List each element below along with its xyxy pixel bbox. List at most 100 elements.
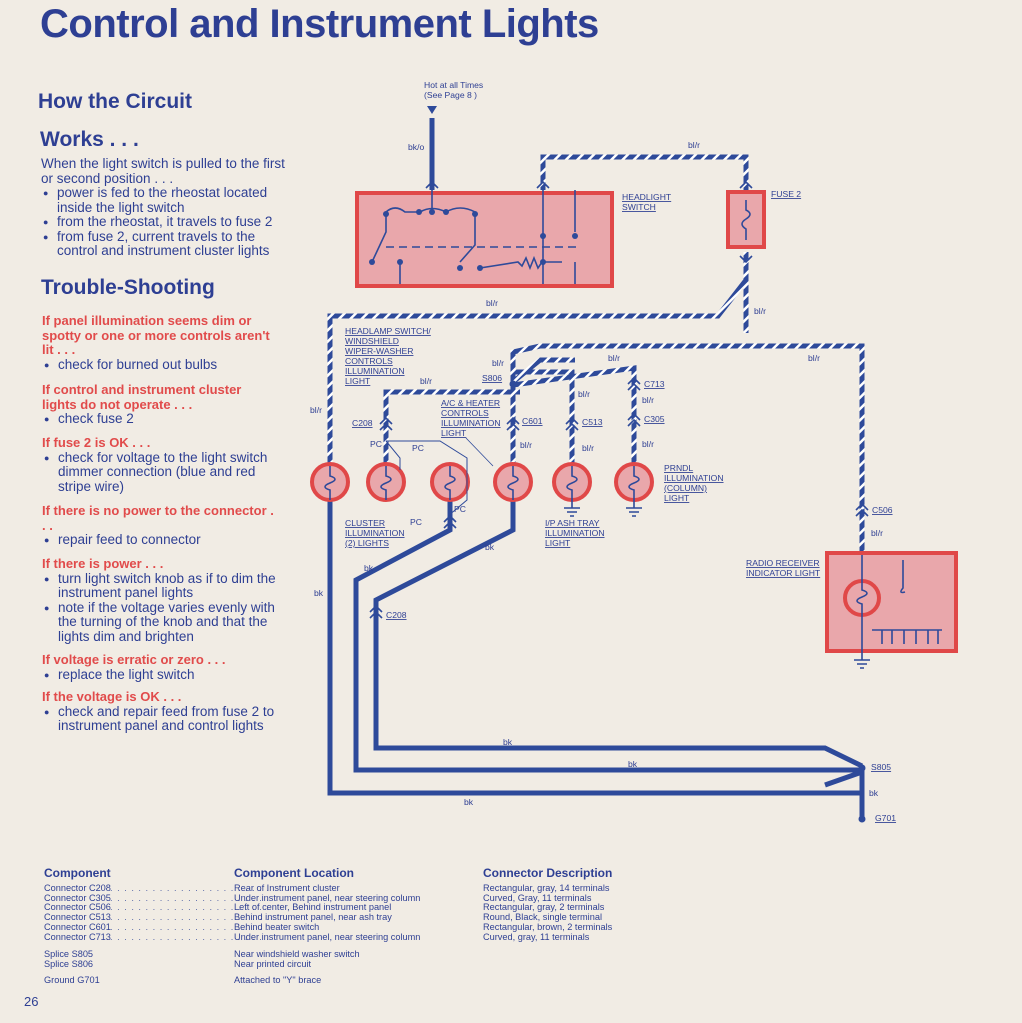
intro-text: When the light switch is pulled to the f… [41,156,285,186]
headlight-switch-label: HEADLIGHT [622,192,672,202]
table-cell: Rectangular, gray, 14 terminals [483,883,610,893]
table-cell: Connector C506 [44,902,111,913]
table-cell: Rear of Instrument cluster [234,883,340,893]
bulb-cluster-1 [366,462,406,502]
svg-text:LIGHT: LIGHT [664,493,690,503]
table-cell: Attached to "Y" brace [234,974,322,985]
c305-label: C305 [644,414,665,424]
table-cell: Rectangular, gray, 2 terminals [483,902,605,913]
headlamp-switch-light-label: HEADLAMP SWITCH/ WINDSHIELD WIPER-WASHER… [345,326,431,386]
svg-text:ILLUMINATION: ILLUMINATION [664,473,724,483]
wire-label-bk: bk [314,588,324,598]
ash-tray-light-label: I/P ASH TRAY ILLUMINATION LIGHT [545,518,605,548]
bulb-prndl [614,462,654,517]
table-cell: Round, Black, single terminal [483,912,602,923]
connector-symbols [369,180,869,619]
trouble-item: If there is no power to the connector . … [42,503,277,548]
hot-label-2: (See Page 8 ) [424,90,477,100]
table-cell: Under instrument panel, near steering co… [234,931,421,942]
table-cell: Connector C713 [44,931,111,942]
table-cell: Connector C305 [44,892,111,903]
wire-label-blr: bl/r [808,353,820,363]
wire-label-bk: bk [464,797,474,807]
pc-label: PC [370,439,382,449]
trouble-step: check for burned out bulbs [42,357,277,373]
c208-label: C208 [352,418,373,428]
table-cell: Splice S805 [44,949,94,960]
wire-label-bk: bk [503,737,513,747]
wire-label-bk: bk [628,759,638,769]
trouble-step: replace the light switch [42,667,277,683]
trouble-condition: If control and instrument cluster lights… [42,382,242,412]
trouble-step: check for voltage to the light switch di… [42,450,277,495]
wiring-diagram: Hot at all Times (See Page 8 ) bk/o bl/r… [310,80,958,823]
wire-label-blr: bl/r [582,443,594,453]
wire-label-blr: bl/r [420,376,432,386]
bulb-cluster-2 [430,462,470,502]
svg-text:HEADLAMP SWITCH/: HEADLAMP SWITCH/ [345,326,431,336]
component-column: Connector C208 Connector C305 Connector … [44,883,111,985]
table-cell: Rectangular, brown, 2 terminals [483,921,613,932]
trouble-step: check fuse 2 [42,412,277,427]
table-cell: Connector C513 [44,912,111,923]
wire-label-blr: bl/r [578,389,590,399]
radio-receiver [825,551,958,669]
pc-label: PC [412,443,424,453]
svg-text:ILLUMINATION: ILLUMINATION [545,528,605,538]
table-header-component: Component [44,866,111,880]
printed-circuit-outline [386,440,468,517]
trouble-condition: If there is power . . . [42,556,164,571]
svg-text:ILLUMINATION: ILLUMINATION [441,418,501,428]
trouble-step: note if the voltage varies evenly with t… [42,600,277,645]
table-header-location: Component Location [234,866,354,880]
table-header-description: Connector Description [483,866,613,880]
svg-text:LIGHT: LIGHT [345,376,371,386]
wire-label-blr: bl/r [642,439,654,449]
trouble-step: repair feed to connector [42,533,277,548]
wire-label-bk: bk [364,563,374,573]
description-column: Rectangular, gray, 14 terminals Curved, … [483,883,613,942]
c513-label: C513 [582,417,603,427]
wire-label-blr: bl/r [310,405,322,415]
table-cell: Near printed circuit [234,958,312,969]
g701-label: G701 [875,813,896,823]
trouble-item: If the voltage is OK . . . check and rep… [42,689,277,734]
c713-label: C713 [644,379,665,389]
table-cell: Left of center, Behind instrument panel [234,902,392,913]
table-cell: Near windshield washer switch [234,949,360,960]
table-cell: Ground G701 [44,974,100,985]
hot-feed-wire [427,106,437,190]
svg-text:LIGHT: LIGHT [441,428,467,438]
wire-label-blr: bl/r [688,140,700,150]
ground-wires [327,500,865,818]
svg-text:I/P ASH TRAY: I/P ASH TRAY [545,518,600,528]
c506-label: C506 [872,505,893,515]
pc-label: PC [454,504,466,514]
page-title: Control and Instrument Lights [40,2,599,46]
ac-heater-light-label: A/C & HEATER CONTROLS ILLUMINATION LIGHT [441,398,501,438]
trouble-condition: If the voltage is OK . . . [42,689,182,704]
trouble-item: If fuse 2 is OK . . . check for voltage … [42,435,277,495]
svg-text:CONTROLS: CONTROLS [441,408,489,418]
wire-label-blr: bl/r [871,528,883,538]
wire-label-bk: bk [869,788,879,798]
splice-dot [858,764,866,772]
splice-dot [509,380,517,388]
trouble-item: If there is power . . . turn light switc… [42,556,277,645]
cluster-lights-label: CLUSTER ILLUMINATION (2) LIGHTS [345,518,405,548]
table-cell: Behind instrument panel, near ash tray [234,912,392,923]
table-cell: Curved, Gray, 11 terminals [483,892,592,903]
table-cell: Curved, gray, 11 terminals [483,931,590,942]
svg-text:PRNDL: PRNDL [664,463,693,473]
svg-text:WIPER-WASHER: WIPER-WASHER [345,346,413,356]
wire-label-blr: bl/r [754,306,766,316]
c601-label: C601 [522,416,543,426]
circuit-steps-list: power is fed to the rheostat located ins… [41,185,291,259]
page-number: 26 [24,994,39,1009]
trouble-item: If panel illumination seems dim or spott… [42,313,277,373]
blr-wires [327,154,865,552]
svg-text:CONTROLS: CONTROLS [345,356,393,366]
trouble-item: If control and instrument cluster lights… [42,382,277,427]
s805-label: S805 [871,762,891,772]
wire-label-blr: bl/r [642,395,654,405]
